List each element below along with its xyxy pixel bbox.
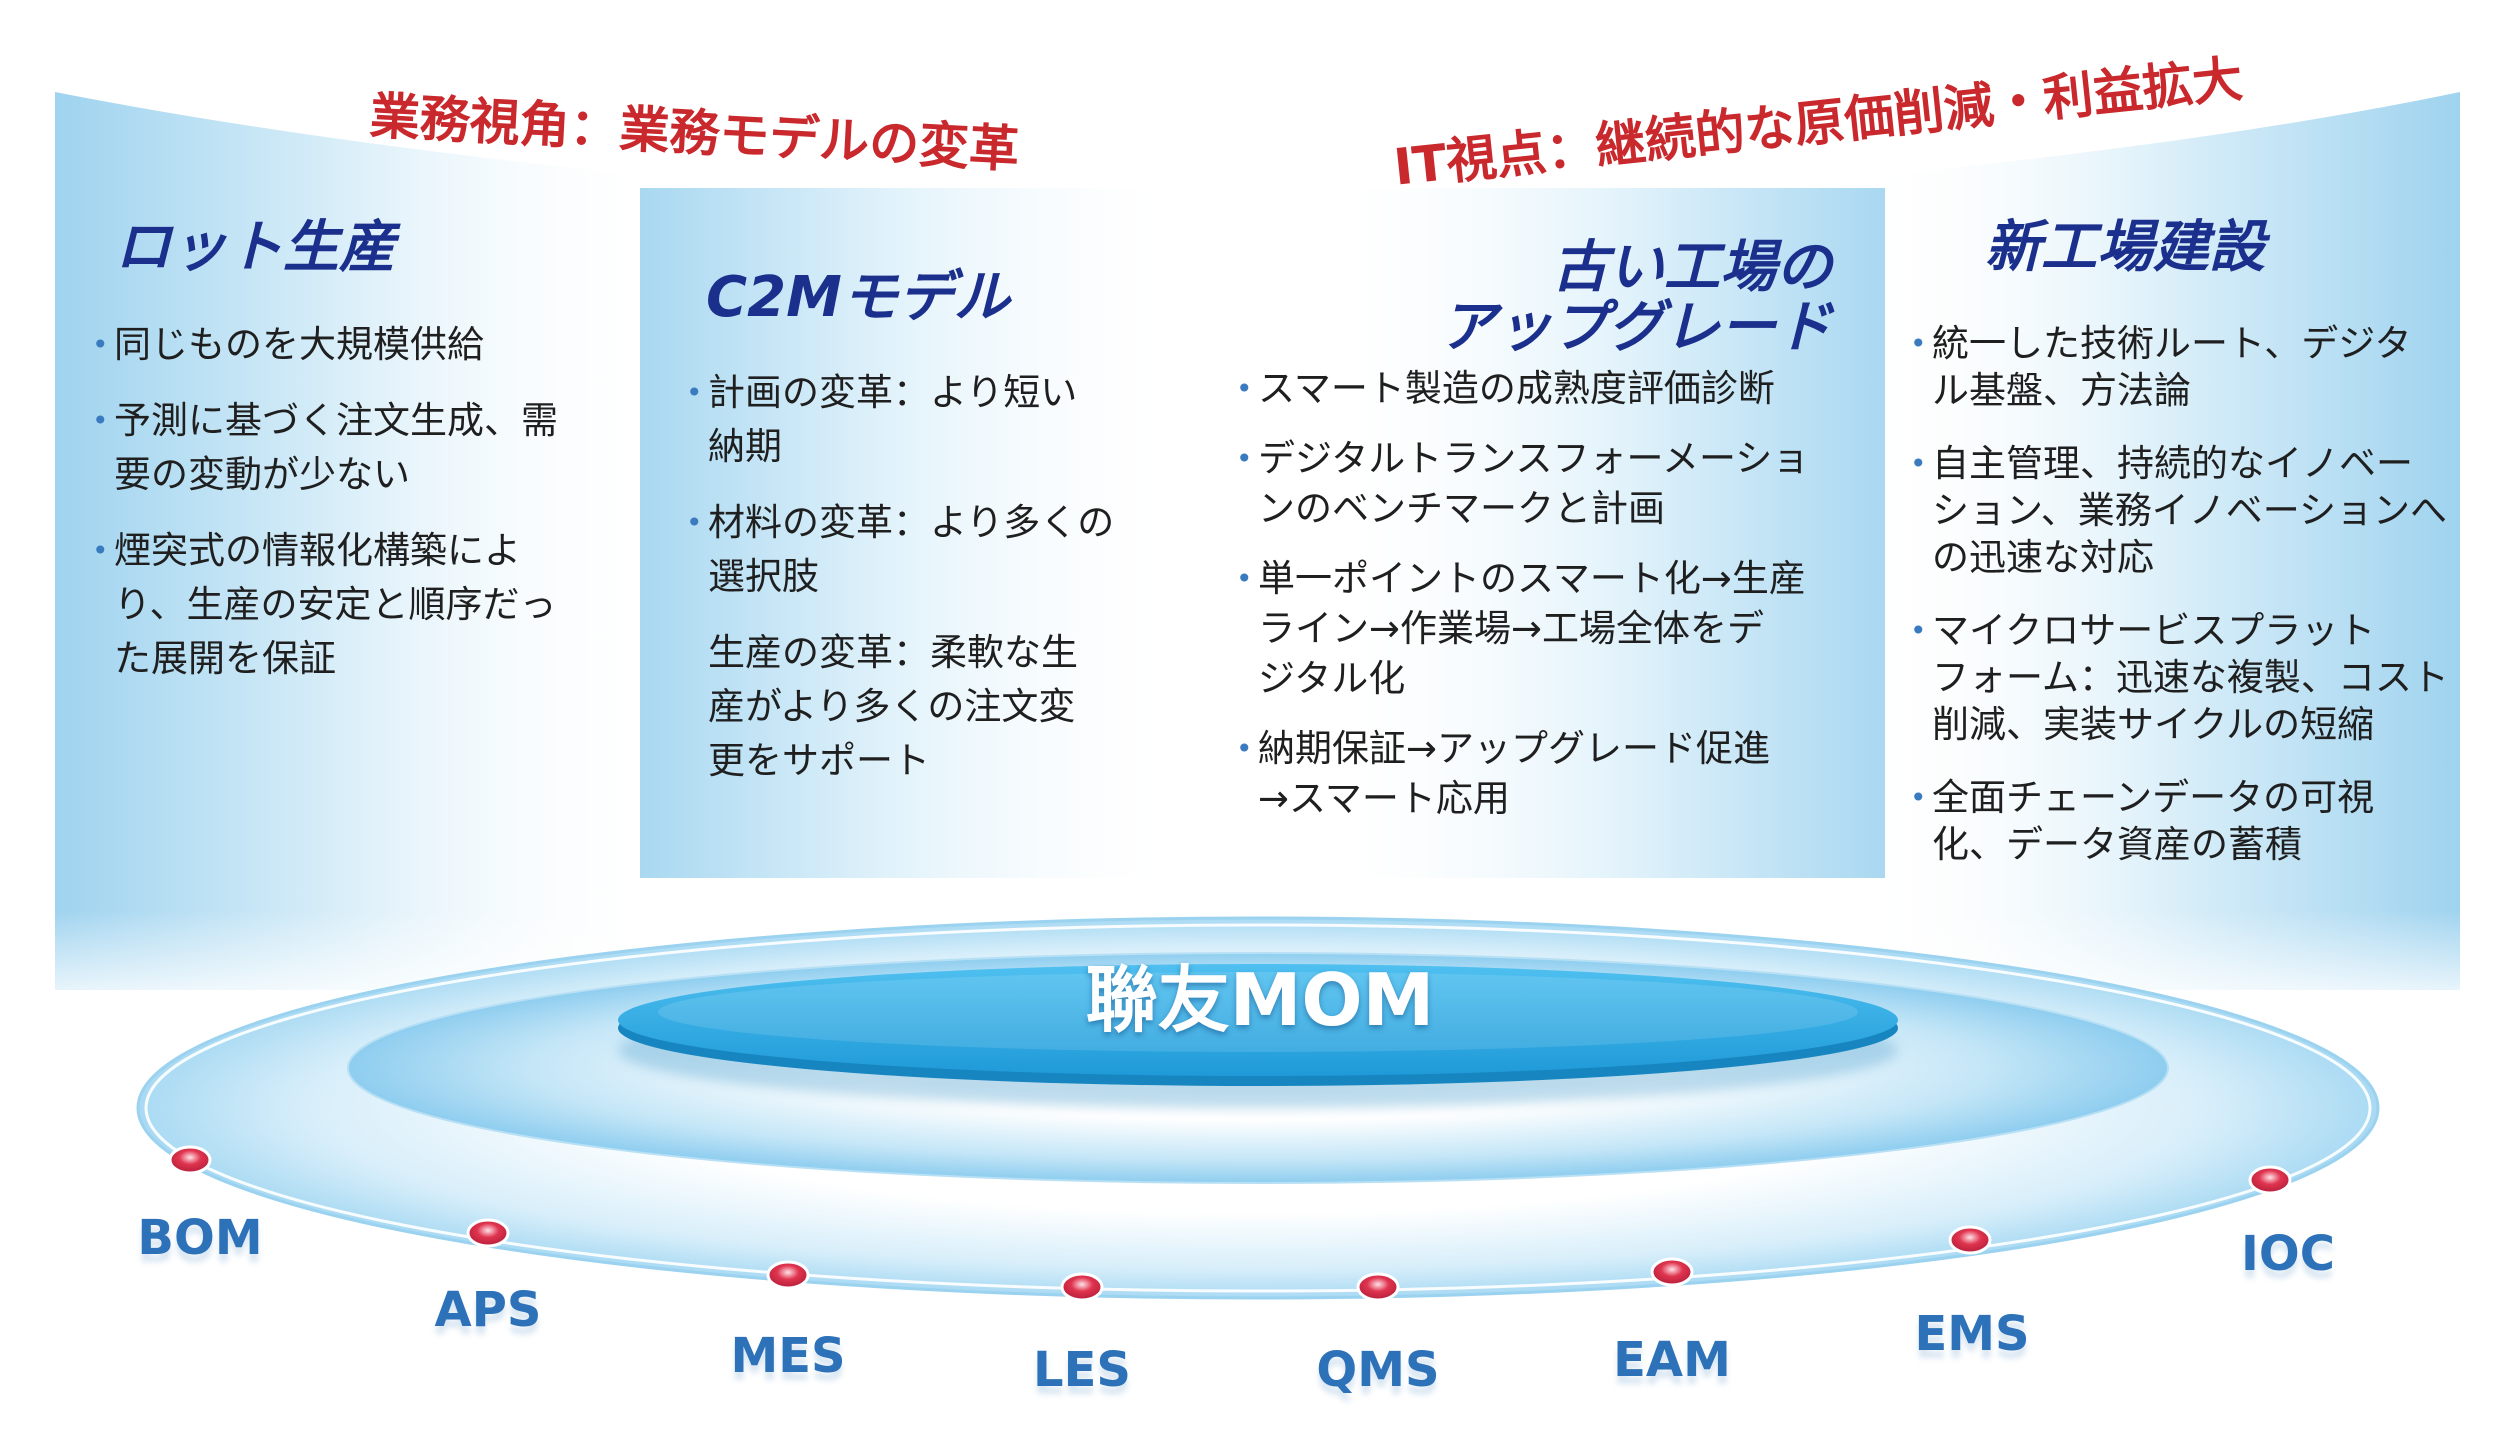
bullet-icon: •: [92, 534, 109, 567]
list-item: • 納期保証→アップグレード促進 →スマート応用: [1236, 724, 1826, 824]
bullet-icon: •: [686, 506, 703, 539]
module-label-les: LES: [1033, 1342, 1131, 1398]
panel-items-c2m-model: • 計画の変革：より短い 納期 • 材料の変革：より多くの 選択肢 生産の変革：…: [686, 366, 1136, 810]
node-ems-marker: [1948, 1225, 1992, 1255]
bullet-icon: •: [686, 376, 703, 409]
panel-title-new-factory: 新工場建設: [1985, 215, 2265, 280]
bullet-icon: •: [1910, 614, 1927, 647]
bullet-icon: •: [92, 404, 109, 437]
node-qms-marker: [1356, 1272, 1400, 1302]
bullet-icon: •: [1236, 372, 1253, 405]
bullet-icon: •: [1910, 327, 1927, 360]
node-bom-marker: [168, 1145, 212, 1175]
module-label-qms: QMS: [1316, 1342, 1440, 1398]
center-mom-label: 聯友MOM: [1085, 958, 1435, 1042]
list-item: • 自主管理、持続的なイノベー ション、業務イノベーションへ の迅速な対応: [1910, 442, 2448, 579]
list-item: • マイクロサービスプラット フォーム：迅速な複製、コスト 削減、実装サイクルの…: [1910, 609, 2449, 746]
module-label-ems: EMS: [1914, 1306, 2030, 1362]
list-item: 生産の変革：柔軟な生 産がより多くの注文変 更をサポート: [708, 631, 1078, 782]
panel-items-new-factory: • 統一した技術ルート、デジタ ル基盤、方法論 • 自主管理、持続的なイノベー …: [1910, 320, 2450, 894]
ring-nodes: [168, 1145, 2292, 1302]
node-eam-marker: [1650, 1257, 1694, 1287]
list-item: • 単一ポイントのスマート化→生産 ライン→作業場→工場全体をデ ジタル化: [1236, 554, 1826, 704]
panel-title-lot-production: ロット生産: [115, 215, 395, 280]
panel-items-old-factory-upgrade: • スマート製造の成熟度評価診断 • デジタルトランスフォーメーショ ンのベンチ…: [1236, 364, 1826, 844]
bullet-icon: •: [92, 328, 109, 361]
bullet-icon: •: [1236, 732, 1253, 765]
node-mes-marker: [766, 1260, 810, 1290]
module-label-eam: EAM: [1613, 1332, 1731, 1388]
node-ioc-marker: [2248, 1165, 2292, 1195]
node-les-marker: [1060, 1272, 1104, 1302]
list-item: • デジタルトランスフォーメーショ ンのベンチマークと計画: [1236, 434, 1826, 534]
bullet-icon: •: [1910, 781, 1927, 814]
panel-title-c2m-model: C2Mモデル: [706, 265, 1010, 330]
panel-title-old-factory-upgrade: 古い工場の アップグレード: [1440, 235, 1832, 360]
list-item: • 予測に基づく注文生成、需 要の変動が少ない: [92, 394, 612, 502]
list-item: • 統一した技術ルート、デジタ ル基盤、方法論: [1910, 322, 2412, 412]
panel-items-lot-production: • 同じものを大規模供給 • 予測に基づく注文生成、需 要の変動が少ない • 煙…: [92, 318, 612, 708]
bullet-icon: •: [1910, 447, 1927, 480]
bullet-icon: •: [1236, 562, 1253, 595]
module-label-aps: APS: [434, 1282, 542, 1338]
list-item: • 全面チェーンデータの可視 化、データ資産の蓄積: [1910, 776, 2375, 866]
bullet-icon: •: [1236, 442, 1253, 475]
list-item: • 計画の変革：より短い 納期: [686, 366, 1136, 474]
list-item: • 材料の変革：より多くの 選択肢: [686, 496, 1136, 604]
list-item: • 煙突式の情報化構築によ り、生産の安定と順序だっ た展開を保証: [92, 524, 612, 686]
node-aps-marker: [466, 1218, 510, 1248]
list-item: • 同じものを大規模供給: [92, 318, 612, 372]
module-label-ioc: IOC: [2241, 1226, 2335, 1282]
module-label-mes: MES: [730, 1328, 846, 1384]
module-label-bom: BOM: [137, 1210, 263, 1266]
list-item: • スマート製造の成熟度評価診断: [1236, 364, 1826, 414]
